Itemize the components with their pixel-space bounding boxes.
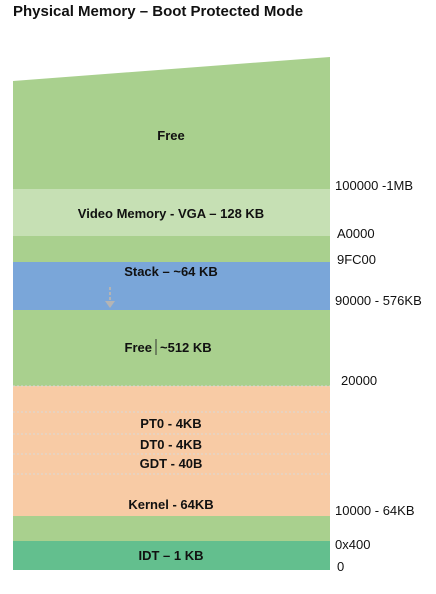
region-free-mid-label-left: Free	[125, 340, 152, 355]
region-idt	[13, 541, 330, 570]
region-video-memory	[13, 189, 330, 236]
region-kernel-label: Kernel - 64KB	[128, 497, 213, 512]
addr-100000: 100000 -1MB	[335, 178, 413, 193]
region-gdt-label: GDT - 40B	[140, 456, 203, 471]
addr-10000: 10000 - 64KB	[335, 503, 415, 518]
addr-a0000: A0000	[337, 226, 375, 241]
addr-0: 0	[337, 559, 344, 574]
region-kernel-area	[13, 386, 330, 516]
region-stack-label: Stack – ~64 KB	[124, 264, 218, 279]
region-free-top	[13, 57, 330, 189]
region-idt-label: IDT – 1 KB	[138, 548, 203, 563]
region-gap-a0000	[13, 236, 330, 262]
diagram-title: Physical Memory – Boot Protected Mode	[13, 3, 304, 20]
region-free-low	[13, 516, 330, 541]
stack-growth-arrow-icon	[105, 287, 115, 308]
addr-9fc00: 9FC00	[337, 252, 376, 267]
region-dt0-label: DT0 - 4KB	[140, 437, 202, 452]
region-pt0-label: PT0 - 4KB	[140, 416, 201, 431]
region-stack	[13, 262, 330, 310]
addr-20000: 20000	[341, 373, 377, 388]
region-free-top-label: Free	[157, 128, 184, 143]
addr-0x400: 0x400	[335, 537, 370, 552]
region-free-mid	[13, 310, 330, 386]
region-video-memory-label: Video Memory - VGA – 128 KB	[78, 206, 264, 221]
addr-90000: 90000 - 576KB	[335, 293, 422, 308]
region-free-mid-label-right: ~512 KB	[160, 340, 212, 355]
